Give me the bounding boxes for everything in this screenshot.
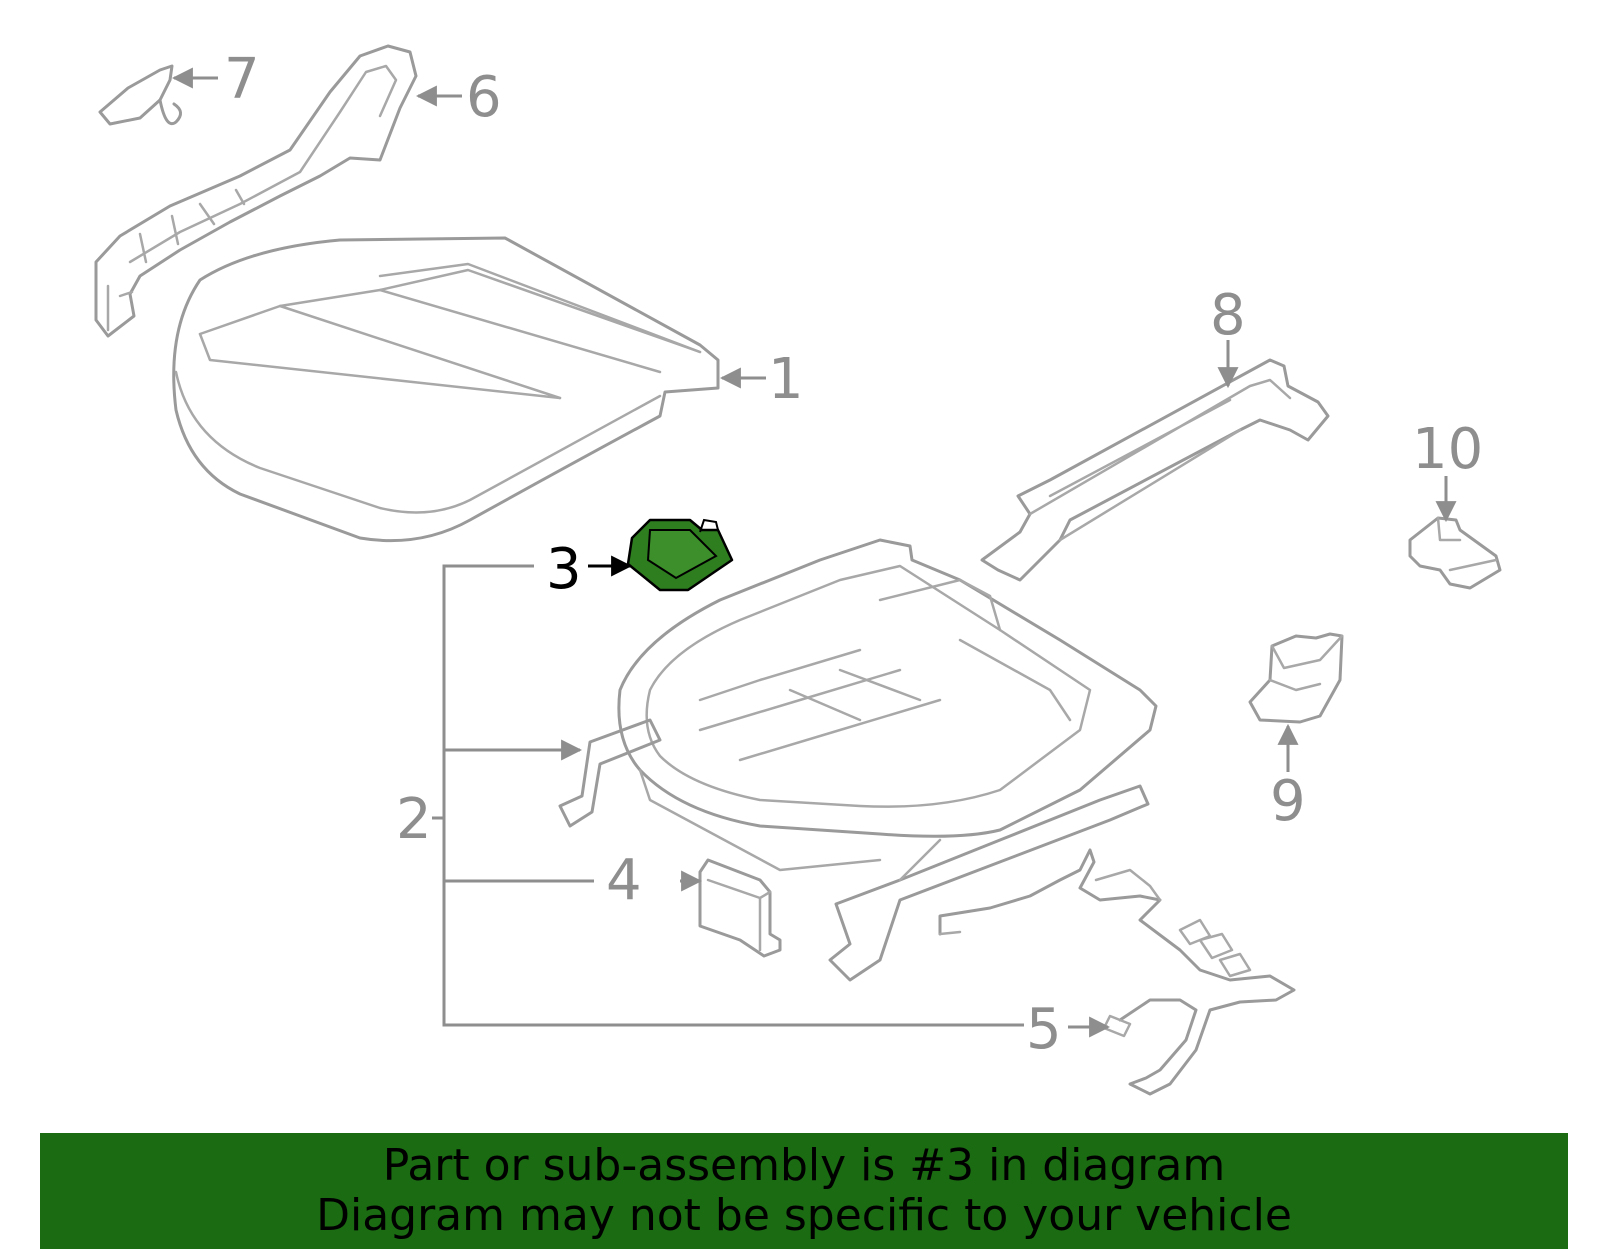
leader-lines	[171, 67, 1457, 1038]
banner-line-part-info: Part or sub-assembly is #3 in diagram	[382, 1140, 1226, 1191]
callout-7: 7	[224, 47, 260, 112]
part-8-seat-rail[interactable]	[980, 358, 1330, 582]
seat-parts-diagram: 7 6 1 8 10 3 9 2 4 5	[94, 44, 1502, 1096]
part-10-bracket[interactable]	[1408, 516, 1502, 590]
callout-4: 4	[606, 848, 642, 913]
part-2-seat-frame[interactable]	[558, 538, 1158, 982]
part-4-control-module[interactable]	[698, 858, 782, 958]
part-1-seat-cushion[interactable]	[172, 236, 720, 543]
callout-2: 2	[396, 787, 432, 852]
callout-5: 5	[1026, 997, 1062, 1062]
part-3-sensor-module[interactable]	[626, 518, 734, 592]
part-9-cover-cap[interactable]	[1248, 632, 1344, 724]
part-5-wiring-harness[interactable]	[938, 848, 1296, 1096]
part-6-side-panel[interactable]	[94, 44, 418, 338]
callout-10: 10	[1412, 417, 1483, 482]
callout-3: 3	[546, 537, 582, 602]
callout-1: 1	[768, 347, 804, 412]
part-7-clip[interactable]	[98, 64, 182, 126]
callout-8: 8	[1210, 283, 1246, 348]
callout-6: 6	[466, 65, 502, 130]
info-banner: Part or sub-assembly is #3 in diagram Di…	[40, 1133, 1568, 1249]
callout-9: 9	[1270, 769, 1306, 834]
banner-line-disclaimer: Diagram may not be specific to your vehi…	[316, 1190, 1292, 1241]
